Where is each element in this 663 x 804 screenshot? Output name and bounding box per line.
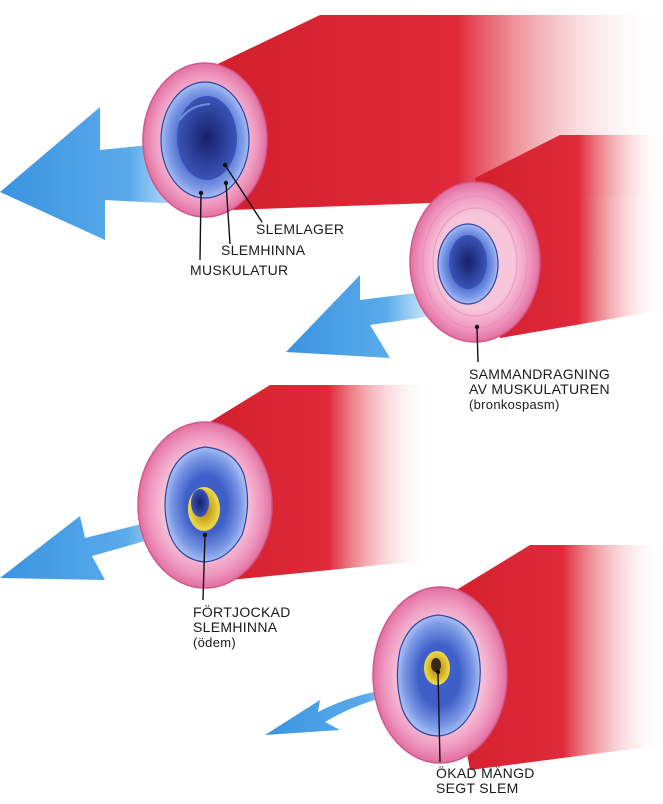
airflow-arrow-1 bbox=[0, 107, 200, 240]
label-line: SLEMHINNA bbox=[193, 619, 278, 635]
panel-bronkospasm bbox=[286, 135, 663, 363]
lumen-2 bbox=[449, 235, 487, 289]
label-muskulatur: MUSKULATUR bbox=[190, 262, 289, 278]
label-line: AV MUSKULATUREN bbox=[469, 381, 610, 397]
lumen-4 bbox=[431, 658, 441, 672]
panel-slem bbox=[265, 545, 663, 770]
label-line: FÖRTJOCKAD bbox=[193, 604, 291, 620]
panel-odem bbox=[0, 385, 430, 601]
label-line: SEGT SLEM bbox=[436, 780, 519, 796]
airflow-arrow-2 bbox=[286, 275, 440, 358]
label-slemlager: SLEMLAGER bbox=[256, 221, 345, 237]
label-slemhinna: SLEMHINNA bbox=[221, 242, 306, 258]
lumen-3 bbox=[191, 489, 209, 517]
lumen-1 bbox=[177, 96, 237, 180]
label-odem: FÖRTJOCKAD SLEMHINNA (ödem) bbox=[193, 604, 291, 651]
label-line: (ödem) bbox=[193, 635, 236, 650]
label-line: (bronkospasm) bbox=[469, 397, 560, 412]
label-line: ÖKAD MÄNGD bbox=[436, 765, 535, 781]
label-segt-slem: ÖKAD MÄNGD SEGT SLEM bbox=[436, 766, 535, 796]
label-line: SAMMANDRAGNING bbox=[469, 366, 611, 382]
label-bronkospasm: SAMMANDRAGNING AV MUSKULATUREN (bronkosp… bbox=[469, 366, 611, 413]
